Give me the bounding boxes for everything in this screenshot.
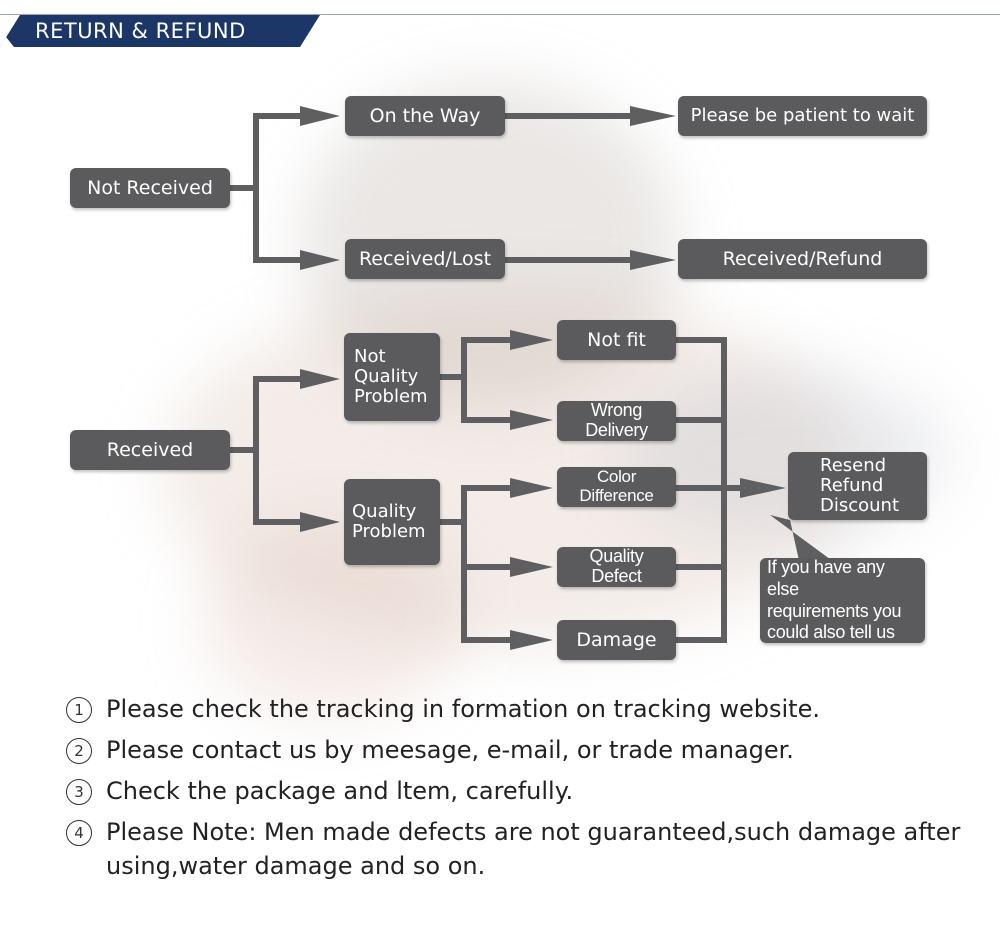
node-not-quality-problem: Not Quality Problem [344,333,440,421]
node-quality-problem: Quality Problem [344,479,440,565]
node-damage: Damage [557,620,676,660]
node-wrong-delivery: Wrong Delivery [557,400,676,441]
node-please-be-patient: Please be patient to wait [678,96,927,136]
note-number: 4 [66,820,92,846]
note-item: 2 Please contact us by meesage, e-mail, … [66,733,966,767]
node-on-the-way: On the Way [345,96,505,136]
note-text: Please check the tracking in formation o… [106,695,820,723]
node-not-fit: Not fit [557,320,676,360]
note-text: Please contact us by meesage, e-mail, or… [106,736,794,764]
speech-bubble-else-requirements: If you have any else requirements you co… [760,557,925,643]
node-quality-defect: Quality Defect [557,546,676,587]
header-rule [0,14,1000,15]
note-number: 3 [66,779,92,805]
note-item: 1 Please check the tracking in formation… [66,692,966,726]
note-number: 2 [66,738,92,764]
node-received-lost: Received/Lost [345,239,505,279]
node-received: Received [70,430,230,470]
node-received-refund: Received/Refund [678,239,927,279]
node-not-received: Not Received [70,168,230,208]
page-title: RETURN & REFUND [35,19,246,43]
node-color-difference: Color Difference [557,467,676,507]
note-text: Please Note: Men made defects are not gu… [106,818,961,880]
notes-list: 1 Please check the tracking in formation… [66,692,966,890]
note-item: 4 Please Note: Men made defects are not … [66,815,966,883]
note-text: Check the package and ltem, carefully. [106,777,574,805]
note-item: 3 Check the package and ltem, carefully. [66,774,966,808]
node-resend-refund-discount: Resend Refund Discount [788,452,927,520]
header-banner [0,15,320,47]
note-number: 1 [66,697,92,723]
